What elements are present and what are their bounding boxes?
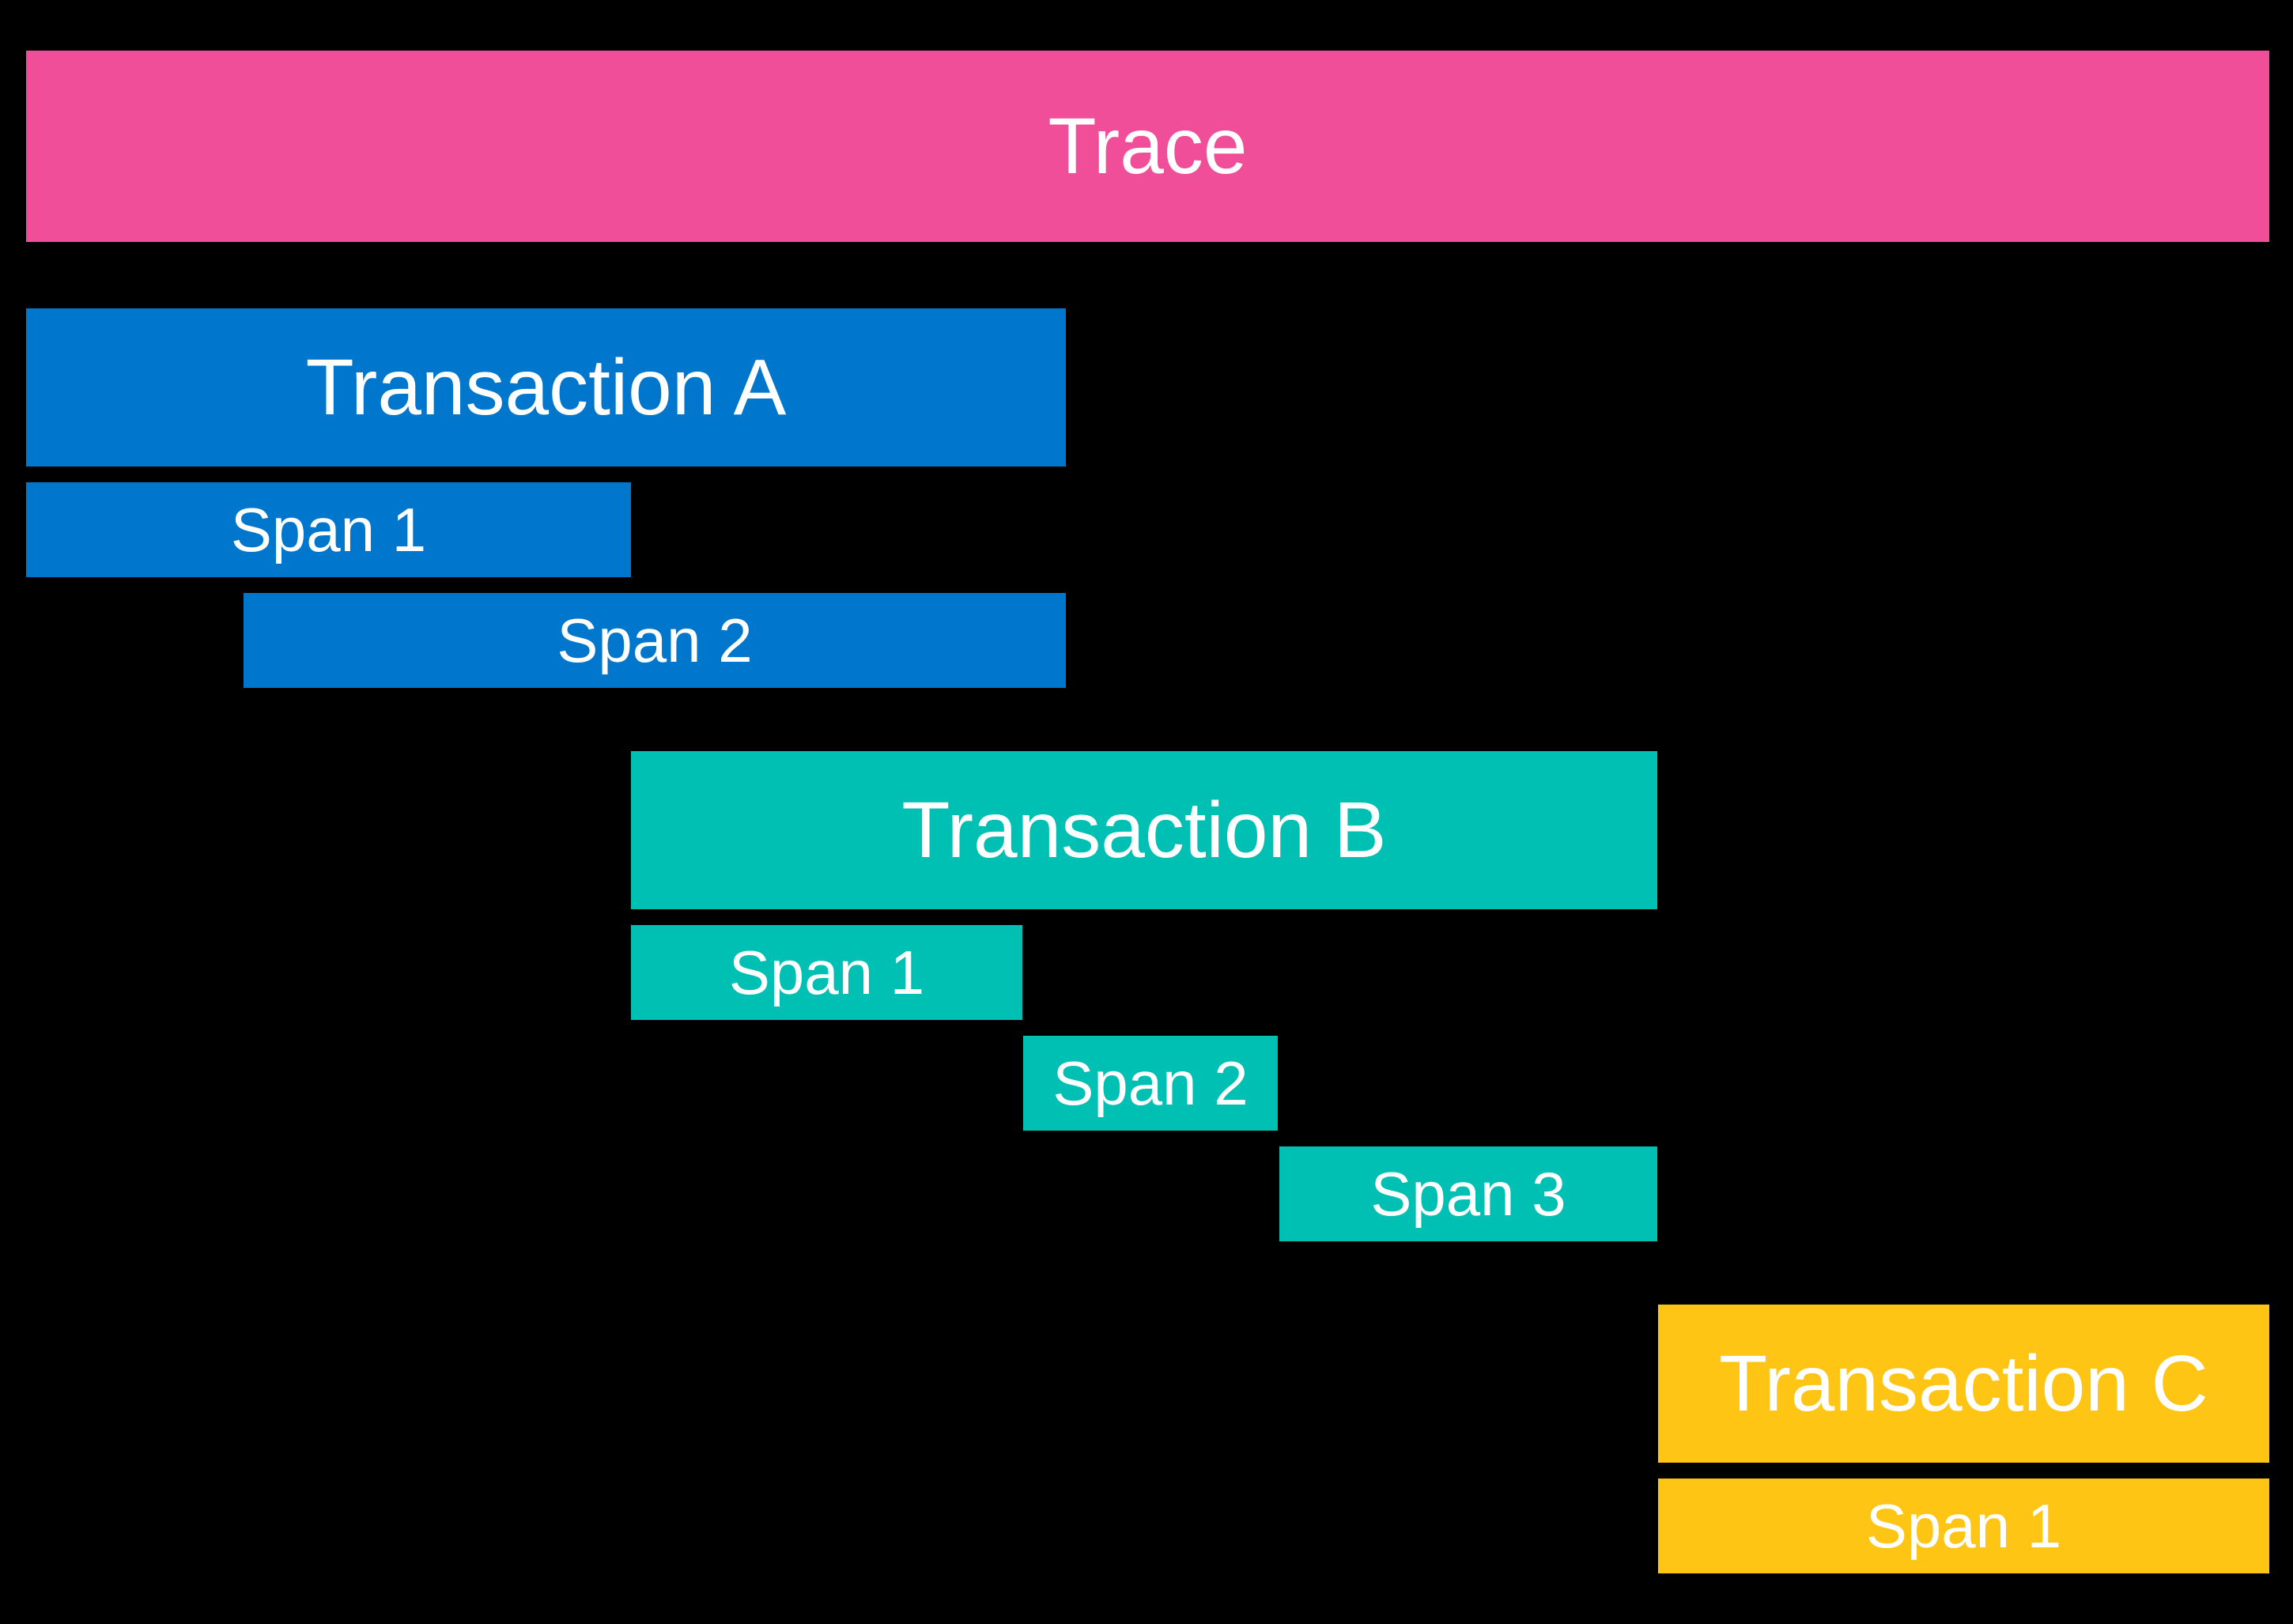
trace-label: Trace [1048, 102, 1248, 191]
transaction-b-span-1-bar: Span 1 [631, 925, 1022, 1020]
transaction-a-bar: Transaction A [26, 308, 1066, 466]
trace-bar: Trace [26, 51, 2269, 242]
transaction-a-span-1-label: Span 1 [230, 495, 427, 565]
transaction-a-span-1-bar: Span 1 [26, 482, 631, 577]
transaction-b-span-2-bar: Span 2 [1023, 1036, 1278, 1131]
transaction-b-span-3-bar: Span 3 [1279, 1146, 1657, 1241]
transaction-a-label: Transaction A [305, 343, 787, 432]
transaction-a-span-2-bar: Span 2 [244, 593, 1066, 688]
transaction-c-bar: Transaction C [1658, 1305, 2269, 1463]
transaction-a-span-2-label: Span 2 [557, 606, 753, 675]
transaction-c-label: Transaction C [1719, 1339, 2208, 1428]
transaction-b-span-3-label: Span 3 [1370, 1159, 1566, 1229]
transaction-c-span-1-bar: Span 1 [1658, 1479, 2269, 1573]
transaction-b-bar: Transaction B [631, 751, 1657, 909]
transaction-c-span-1-label: Span 1 [1865, 1491, 2062, 1561]
transaction-b-span-1-label: Span 1 [728, 938, 925, 1007]
transaction-b-label: Transaction B [901, 786, 1387, 874]
transaction-b-span-2-label: Span 2 [1052, 1048, 1248, 1118]
